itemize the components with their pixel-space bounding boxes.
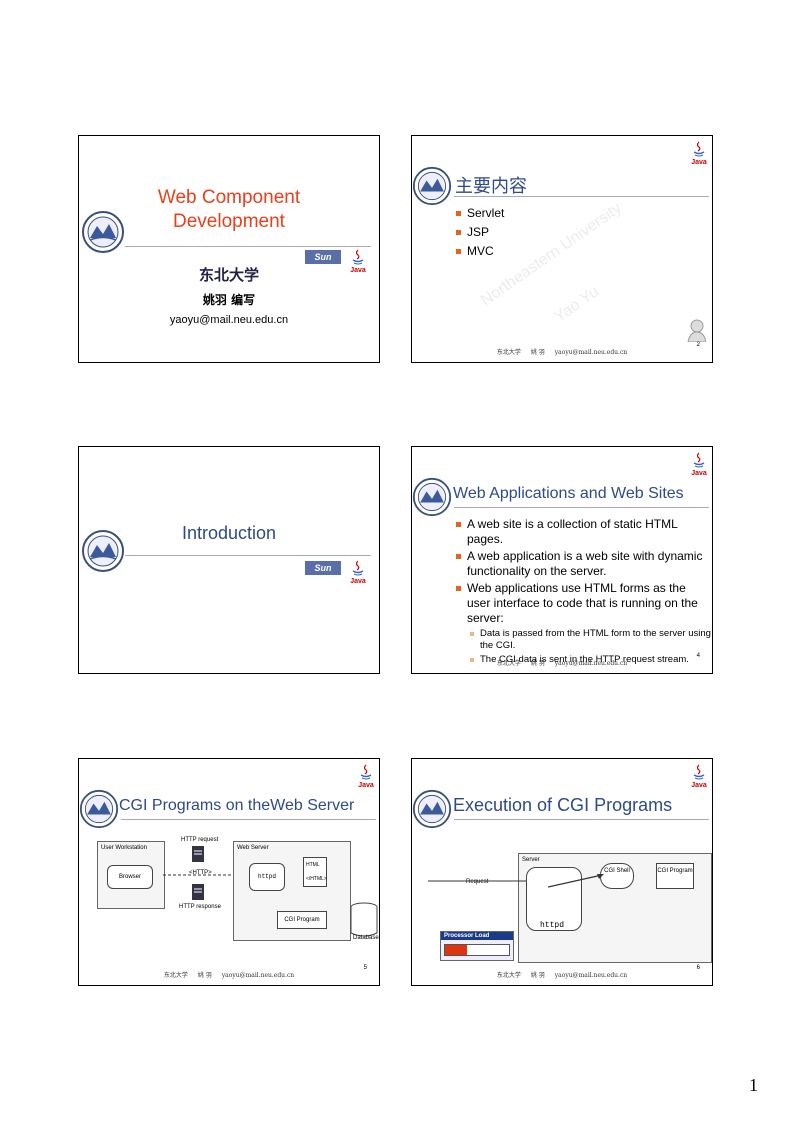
university-calligraphy: 东北大学 bbox=[198, 266, 259, 284]
slide-5: Java CGI Programs on theWeb Server User … bbox=[78, 758, 380, 986]
html-document: HTML </HTML> bbox=[303, 857, 327, 887]
connector-arrow bbox=[548, 874, 604, 888]
httpd-label: httpd bbox=[540, 921, 565, 930]
cgi-program-node: CGI Program bbox=[656, 863, 694, 889]
slide-title: Introduction bbox=[181, 523, 277, 543]
list-item: MVC bbox=[456, 244, 696, 259]
bullet-list: A web site is a collection of static HTM… bbox=[456, 517, 711, 666]
slide-title-line2: Development bbox=[173, 211, 285, 232]
slide-2: Java 主要内容 Northeastern University Yao Yu… bbox=[411, 135, 713, 363]
request-label: Request bbox=[466, 879, 489, 885]
list-item: JSP bbox=[456, 225, 696, 240]
university-logo-icon bbox=[82, 211, 124, 253]
author-calligraphy: 姚羽 编写 bbox=[202, 293, 256, 307]
list-subitem: The CGI data is sent in the HTTP request… bbox=[456, 654, 711, 666]
slide-4: Java Web Applications and Web Sites A we… bbox=[411, 446, 713, 674]
bullet-list: Servlet JSP MVC bbox=[456, 206, 696, 259]
university-logo-icon bbox=[82, 530, 124, 572]
slide-1: Web Component Development Sun Java 东北大学 … bbox=[78, 135, 380, 363]
list-item: Servlet bbox=[456, 206, 696, 221]
processor-load-label: Processor Load bbox=[441, 932, 513, 940]
slide-title: Web Applications and Web Sites bbox=[453, 485, 684, 502]
processor-load-panel: Processor Load bbox=[440, 931, 514, 961]
document-icon bbox=[192, 846, 204, 862]
document-icon bbox=[192, 884, 204, 900]
browser-node: Browser bbox=[107, 865, 153, 889]
university-logo-icon bbox=[79, 789, 119, 829]
university-logo-icon bbox=[412, 789, 452, 829]
httpd-frame bbox=[526, 867, 582, 931]
title-rule bbox=[121, 819, 376, 820]
user-workstation-label: User Workstation bbox=[101, 845, 147, 851]
java-logo-icon: Java bbox=[690, 763, 708, 789]
http-response-label: HTTP response bbox=[179, 904, 221, 910]
list-item: A web application is a web site with dyn… bbox=[456, 549, 711, 579]
sun-logo-icon: Sun bbox=[305, 561, 341, 575]
web-server-label: Web Server bbox=[237, 845, 269, 851]
statue-icon bbox=[687, 319, 706, 342]
university-logo-icon bbox=[412, 166, 452, 206]
http-label: <HTTP> bbox=[189, 870, 212, 876]
httpd-node: httpd bbox=[249, 863, 285, 891]
university-logo-icon bbox=[412, 477, 452, 517]
cgi-shell-node: CGI Shell bbox=[600, 863, 634, 889]
cgi-program-node: CGI Program bbox=[277, 911, 327, 929]
database-label: Database bbox=[353, 935, 379, 941]
slide-title: Execution of CGI Programs bbox=[453, 795, 673, 815]
title-rule bbox=[454, 507, 709, 508]
java-logo-icon: Java bbox=[690, 451, 708, 477]
title-rule bbox=[125, 246, 371, 247]
list-item: Web applications use HTML forms as the u… bbox=[456, 581, 711, 626]
java-logo-icon: Java bbox=[690, 140, 708, 166]
author-email: yaoyu@mail.neu.edu.cn bbox=[169, 314, 289, 326]
page-number: 4 bbox=[696, 653, 700, 659]
watermark-author: Yao Yu bbox=[551, 283, 603, 326]
slide-6: Java Execution of CGI Programs Server Re… bbox=[411, 758, 713, 986]
page-number: 5 bbox=[363, 965, 367, 971]
title-rule bbox=[125, 555, 371, 556]
server-label: Server bbox=[522, 857, 540, 863]
title-rule bbox=[454, 819, 709, 820]
http-request-label: HTTP request bbox=[181, 837, 219, 843]
title-rule bbox=[454, 196, 709, 197]
slide-title: CGI Programs on theWeb Server bbox=[119, 797, 355, 814]
list-subitem: Data is passed from the HTML form to the… bbox=[456, 628, 711, 652]
database-icon bbox=[350, 902, 378, 937]
slide-3: Introduction Sun Java bbox=[78, 446, 380, 674]
page-number: 1 bbox=[749, 1075, 758, 1095]
java-logo-icon: Java bbox=[349, 248, 367, 274]
java-logo-icon: Java bbox=[357, 763, 375, 789]
list-item: A web site is a collection of static HTM… bbox=[456, 517, 711, 547]
slide-title: 主要内容 bbox=[455, 176, 527, 196]
processor-load-bar bbox=[444, 944, 510, 956]
page-number: 6 bbox=[696, 965, 700, 971]
slide-title-line1: Web Component bbox=[157, 187, 301, 208]
sun-logo-icon: Sun bbox=[305, 250, 341, 264]
java-logo-icon: Java bbox=[349, 559, 367, 585]
page-number: 2 bbox=[696, 342, 700, 348]
